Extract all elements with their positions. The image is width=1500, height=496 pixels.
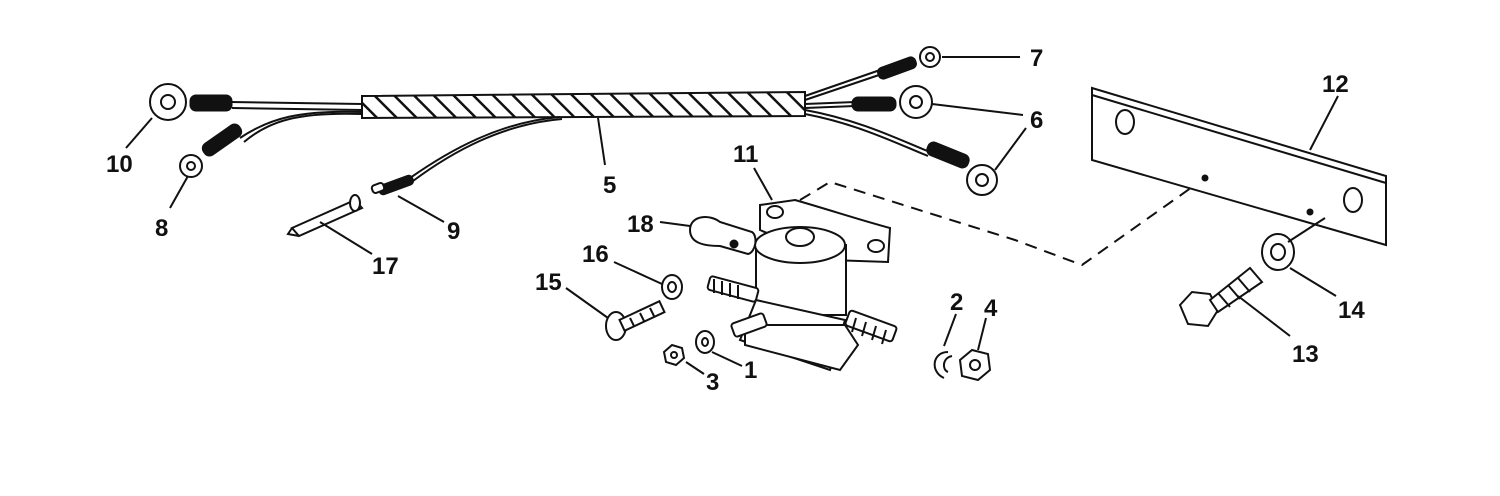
callout-labels: 10 8 5 7 6 9 17 11 18 16 15 3 1 2 4 12 1… bbox=[106, 45, 1365, 396]
solenoid bbox=[706, 198, 898, 372]
nut-4 bbox=[958, 348, 992, 382]
assembly-leader-14 bbox=[1287, 217, 1326, 243]
callout-18: 18 bbox=[627, 211, 654, 238]
lock-washer-2 bbox=[933, 351, 953, 379]
callout-1: 1 bbox=[744, 357, 757, 384]
ring-terminal-10 bbox=[149, 83, 233, 121]
bolt-13 bbox=[1178, 266, 1264, 328]
callout-5: 5 bbox=[603, 172, 616, 199]
callout-8: 8 bbox=[155, 215, 168, 242]
washer-1 bbox=[695, 330, 715, 354]
leader-lines bbox=[125, 56, 1339, 375]
washer-14 bbox=[1261, 233, 1295, 271]
solenoid-stud-right bbox=[844, 309, 898, 345]
nut-3 bbox=[662, 343, 686, 367]
ring-terminal-8 bbox=[179, 123, 243, 178]
solenoid-stud-lower bbox=[730, 312, 768, 338]
callout-4: 4 bbox=[984, 295, 998, 322]
ring-terminal-6-upper bbox=[851, 85, 933, 119]
washer-16 bbox=[661, 274, 683, 300]
callout-7: 7 bbox=[1030, 45, 1043, 72]
callout-2: 2 bbox=[950, 289, 963, 316]
solenoid-stud-left bbox=[706, 275, 760, 303]
callout-12: 12 bbox=[1322, 71, 1349, 98]
callout-13: 13 bbox=[1292, 341, 1319, 368]
callout-15: 15 bbox=[535, 269, 562, 296]
screw-15 bbox=[605, 299, 666, 341]
assembly-dashed-line bbox=[799, 180, 1196, 267]
clamp-18 bbox=[688, 216, 757, 256]
callout-16: 16 bbox=[582, 241, 609, 268]
pin-17 bbox=[286, 194, 364, 238]
connector-9 bbox=[370, 174, 414, 196]
callout-11: 11 bbox=[733, 141, 758, 168]
callout-9: 9 bbox=[447, 218, 460, 245]
ring-terminal-6-lower bbox=[926, 141, 998, 196]
harness-sleeve bbox=[361, 90, 806, 120]
callout-17: 17 bbox=[372, 253, 399, 280]
mounting-plate-12 bbox=[1091, 86, 1387, 247]
callout-6: 6 bbox=[1030, 107, 1043, 134]
ring-terminal-7 bbox=[877, 46, 941, 80]
wire-harness bbox=[229, 69, 931, 182]
callout-10: 10 bbox=[106, 151, 133, 178]
callout-3: 3 bbox=[706, 369, 719, 396]
callout-14: 14 bbox=[1338, 297, 1365, 324]
